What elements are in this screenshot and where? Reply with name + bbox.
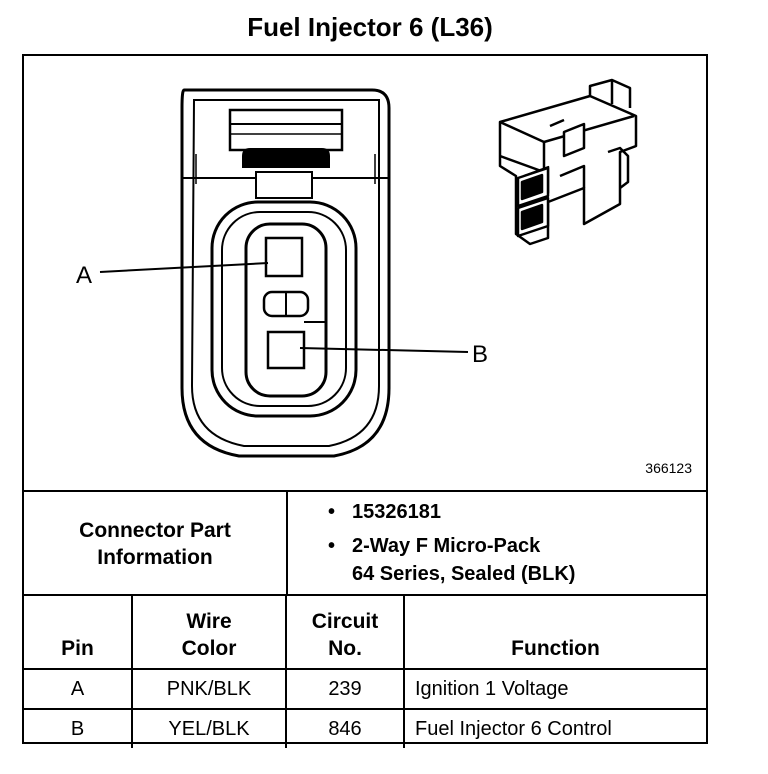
function-cell: Ignition 1 Voltage bbox=[403, 668, 706, 710]
circuit-cell: 239 bbox=[285, 668, 405, 710]
connector-description: 2-Way F Micro-Pack 64 Series, Sealed (BL… bbox=[352, 535, 576, 585]
bullet-icon: • bbox=[328, 501, 336, 523]
callout-a-leader bbox=[99, 262, 269, 273]
callout-b-leader bbox=[299, 347, 469, 353]
bullet-icon: • bbox=[328, 535, 336, 557]
cavity-a bbox=[264, 236, 304, 278]
circuit-cell: 846 bbox=[285, 708, 405, 748]
header-pin: Pin bbox=[24, 594, 133, 670]
list-item: • 15326181 bbox=[328, 498, 704, 526]
callout-b-label: B bbox=[472, 341, 488, 368]
wire-color-cell: PNK/BLK bbox=[131, 668, 287, 710]
connector-end-view-frame: A B 366123 Connecto bbox=[22, 54, 708, 748]
pin-cell: A bbox=[24, 668, 133, 710]
connector-part-info-values: • 15326181 • 2-Way F Micro-Pack 64 Serie… bbox=[288, 498, 704, 594]
header-function: Function bbox=[403, 594, 706, 670]
table-row: B YEL/BLK 846 Fuel Injector 6 Control bbox=[24, 708, 706, 748]
wire-color-cell: YEL/BLK bbox=[131, 708, 287, 748]
locking-latch bbox=[228, 108, 344, 152]
pin-table-header-row: Pin Wire Color Circuit No. Function bbox=[24, 594, 706, 670]
function-cell: Fuel Injector 6 Control bbox=[403, 708, 706, 748]
connector-part-info-label-text: Connector Part Information bbox=[79, 519, 231, 569]
list-item: • 2-Way F Micro-Pack 64 Series, Sealed (… bbox=[328, 532, 704, 588]
connector-part-info-row: Connector Part Information • 15326181 • … bbox=[24, 490, 706, 596]
callout-a-label: A bbox=[76, 262, 92, 289]
page-title: Fuel Injector 6 (L36) bbox=[247, 12, 493, 42]
connector-iso-view bbox=[498, 78, 638, 246]
connector-drawing: A B 366123 bbox=[24, 56, 706, 490]
connector-face-illustration: A B bbox=[76, 78, 638, 458]
header-circuit: Circuit No. bbox=[285, 594, 405, 670]
part-number: 15326181 bbox=[352, 501, 441, 523]
table-row: A PNK/BLK 239 Ignition 1 Voltage bbox=[24, 668, 706, 710]
figure-id: 366123 bbox=[645, 460, 692, 476]
header-wire-color: Wire Color bbox=[131, 594, 287, 670]
pin-table: Pin Wire Color Circuit No. Function A PN… bbox=[24, 594, 706, 748]
cavity-b bbox=[266, 330, 306, 370]
connector-part-info-label: Connector Part Information bbox=[24, 492, 288, 596]
pin-cell: B bbox=[24, 708, 133, 748]
